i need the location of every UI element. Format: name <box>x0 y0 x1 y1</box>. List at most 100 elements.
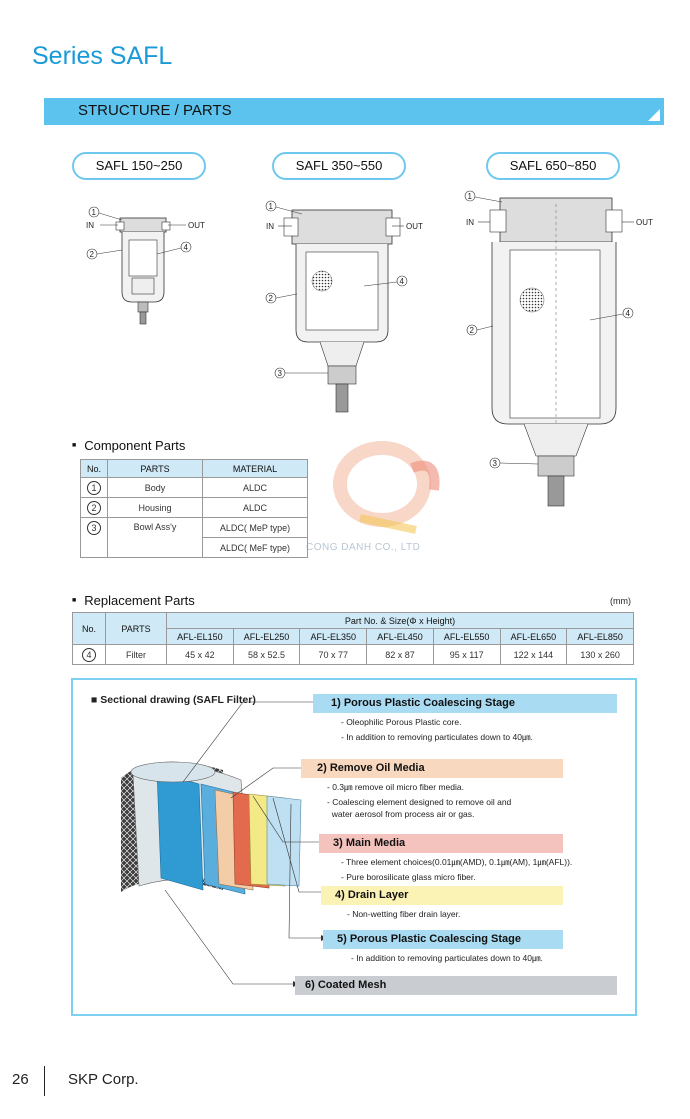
watermark-text: CONG DANH CO., LTD <box>306 542 421 553</box>
size-cell: 122 x 144 <box>499 644 568 665</box>
table-row: 1 Body ALDC <box>80 477 308 498</box>
component-parts-table: No. PARTS MATERIAL 1 Body ALDC 2 Housing… <box>80 459 308 558</box>
part-name: Body <box>107 477 203 498</box>
model-label-small: SAFL 150~250 <box>72 152 206 180</box>
callout-4: 4 <box>184 243 189 252</box>
stage-5-title: 5) Porous Plastic Coalescing Stage <box>337 933 522 945</box>
stage-3-desc: - Three element choices(0.01㎛(AMD), 0.1㎛… <box>341 856 572 883</box>
model-label-large: SAFL 650~850 <box>486 152 620 180</box>
callout-4: 4 <box>626 309 631 318</box>
callout-1: 1 <box>269 202 274 211</box>
replacement-parts-heading: Replacement Parts <box>72 593 195 608</box>
diagram-out-label: OUT <box>636 218 653 227</box>
part-material: ALDC <box>202 477 308 498</box>
replacement-parts-table: No. PARTS Part No. & Size(Φ x Height) AF… <box>72 612 634 665</box>
col-header-material: MATERIAL <box>202 459 308 478</box>
footer-divider <box>44 1066 45 1096</box>
size-cell: 70 x 77 <box>299 644 368 665</box>
stage-2-desc: - 0.3㎛ remove oil micro fiber media. - C… <box>327 781 511 820</box>
page-number: 26 <box>12 1071 29 1088</box>
col-header-model: AFL-EL150 <box>166 628 234 645</box>
sectional-drawing-panel: ■ Sectional drawing (SAFL Filter) <box>71 678 637 1016</box>
callout-1: 1 <box>92 208 97 217</box>
callout-1: 1 <box>468 192 473 201</box>
row-number: 4 <box>82 647 96 662</box>
callout-2: 2 <box>90 250 95 259</box>
desc-line: - In addition to removing particulates d… <box>341 732 533 742</box>
col-header-group: Part No. & Size(Φ x Height) <box>166 612 634 629</box>
desc-line: - Three element choices(0.01㎛(AMD), 0.1㎛… <box>341 857 573 867</box>
callout-3: 3 <box>493 459 498 468</box>
stage-6-label: 6) Coated Mesh <box>295 976 617 995</box>
desc-line: - 0.3㎛ remove oil micro fiber media. <box>327 782 464 792</box>
callout-2: 2 <box>470 326 475 335</box>
part-material: ALDC( MeP type) <box>202 517 308 538</box>
stage-1-title: 1) Porous Plastic Coalescing Stage <box>331 697 516 709</box>
stage-2-label: 2) Remove Oil Media <box>301 759 563 778</box>
page-title: Series SAFL <box>32 42 173 70</box>
part-material: ALDC( MeF type) <box>202 537 308 558</box>
callout-4: 4 <box>400 277 405 286</box>
stage-5-label: 5) Porous Plastic Coalescing Stage <box>323 930 563 949</box>
structure-diagrams: IN OUT 1 2 4 IN OUT 1 2 4 3 <box>86 190 653 507</box>
filter-section-illustration <box>121 699 327 987</box>
desc-line: - Pure borosilicate glass micro fiber. <box>341 872 476 882</box>
stage-1-label: 1) Porous Plastic Coalescing Stage <box>313 694 617 713</box>
corner-decoration <box>648 109 660 121</box>
stage-3-title: 3) Main Media <box>333 837 406 849</box>
sectional-title-text: Sectional drawing (SAFL Filter) <box>100 694 256 706</box>
table-row: 3 Bowl Ass'y ALDC( MeP type) <box>80 517 308 558</box>
size-cell: 45 x 42 <box>166 644 234 665</box>
col-header-no: No. <box>72 612 106 645</box>
desc-line: - In addition to removing particulates d… <box>351 953 543 963</box>
col-header-model: AFL-EL250 <box>232 628 301 645</box>
stage-6-title: 6) Coated Mesh <box>305 979 387 991</box>
table-row: ALDC( MeF type) <box>81 537 308 558</box>
stage-5-desc: - In addition to removing particulates d… <box>351 952 543 964</box>
stage-3-label: 3) Main Media <box>319 834 563 853</box>
desc-line: water aerosol from process air or gas. <box>327 809 475 819</box>
callout-3: 3 <box>278 369 283 378</box>
diagram-out-label: OUT <box>406 222 423 231</box>
filter-diagram-large: IN OUT 1 2 4 3 <box>464 190 653 507</box>
row-number: 2 <box>87 500 101 515</box>
diagram-in-label: IN <box>266 222 274 231</box>
unit-label: (mm) <box>610 596 631 606</box>
col-header-model: AFL-EL550 <box>432 628 501 645</box>
col-header-parts: PARTS <box>107 459 203 478</box>
sectional-title: ■ Sectional drawing (SAFL Filter) <box>91 694 256 706</box>
stage-2-title: 2) Remove Oil Media <box>317 762 425 774</box>
part-name: Bowl Ass'y <box>107 517 203 558</box>
desc-line: - Non-wetting fiber drain layer. <box>347 909 461 919</box>
part-material: ALDC <box>202 497 308 518</box>
stage-4-label: 4) Drain Layer <box>321 886 563 905</box>
row-number: 1 <box>87 480 101 495</box>
col-header-model: AFL-EL450 <box>366 628 434 645</box>
filter-diagram-medium: IN OUT 1 2 4 3 <box>265 200 423 413</box>
col-header-model: AFL-EL850 <box>566 628 634 645</box>
desc-line: - Coalescing element designed to remove … <box>327 797 512 807</box>
model-label-medium: SAFL 350~550 <box>272 152 406 180</box>
filter-diagram-small: IN OUT 1 2 4 <box>86 206 205 325</box>
size-cell: 130 x 260 <box>566 644 634 665</box>
stage-4-title: 4) Drain Layer <box>335 889 409 901</box>
diagram-out-label: OUT <box>188 221 205 230</box>
size-cell: 95 x 117 <box>432 644 501 665</box>
section-title: STRUCTURE / PARTS <box>78 102 232 119</box>
stage-4-desc: - Non-wetting fiber drain layer. <box>347 908 460 920</box>
callout-2: 2 <box>269 294 274 303</box>
stage-1-desc: - Oleophilic Porous Plastic core. - In a… <box>341 716 533 743</box>
size-cell: 82 x 87 <box>366 644 434 665</box>
company-logo <box>333 441 440 534</box>
size-cell: 58 x 52.5 <box>232 644 301 665</box>
row-number: 3 <box>87 521 101 535</box>
col-header-model: AFL-EL350 <box>299 628 368 645</box>
diagram-in-label: IN <box>86 221 94 230</box>
company-name: SKP Corp. <box>68 1071 139 1088</box>
col-header-model: AFL-EL650 <box>499 628 568 645</box>
col-header-parts: PARTS <box>105 612 167 645</box>
part-name: Housing <box>107 497 203 518</box>
diagram-in-label: IN <box>466 218 474 227</box>
section-header: STRUCTURE / PARTS <box>44 98 664 125</box>
part-name: Filter <box>105 644 167 665</box>
